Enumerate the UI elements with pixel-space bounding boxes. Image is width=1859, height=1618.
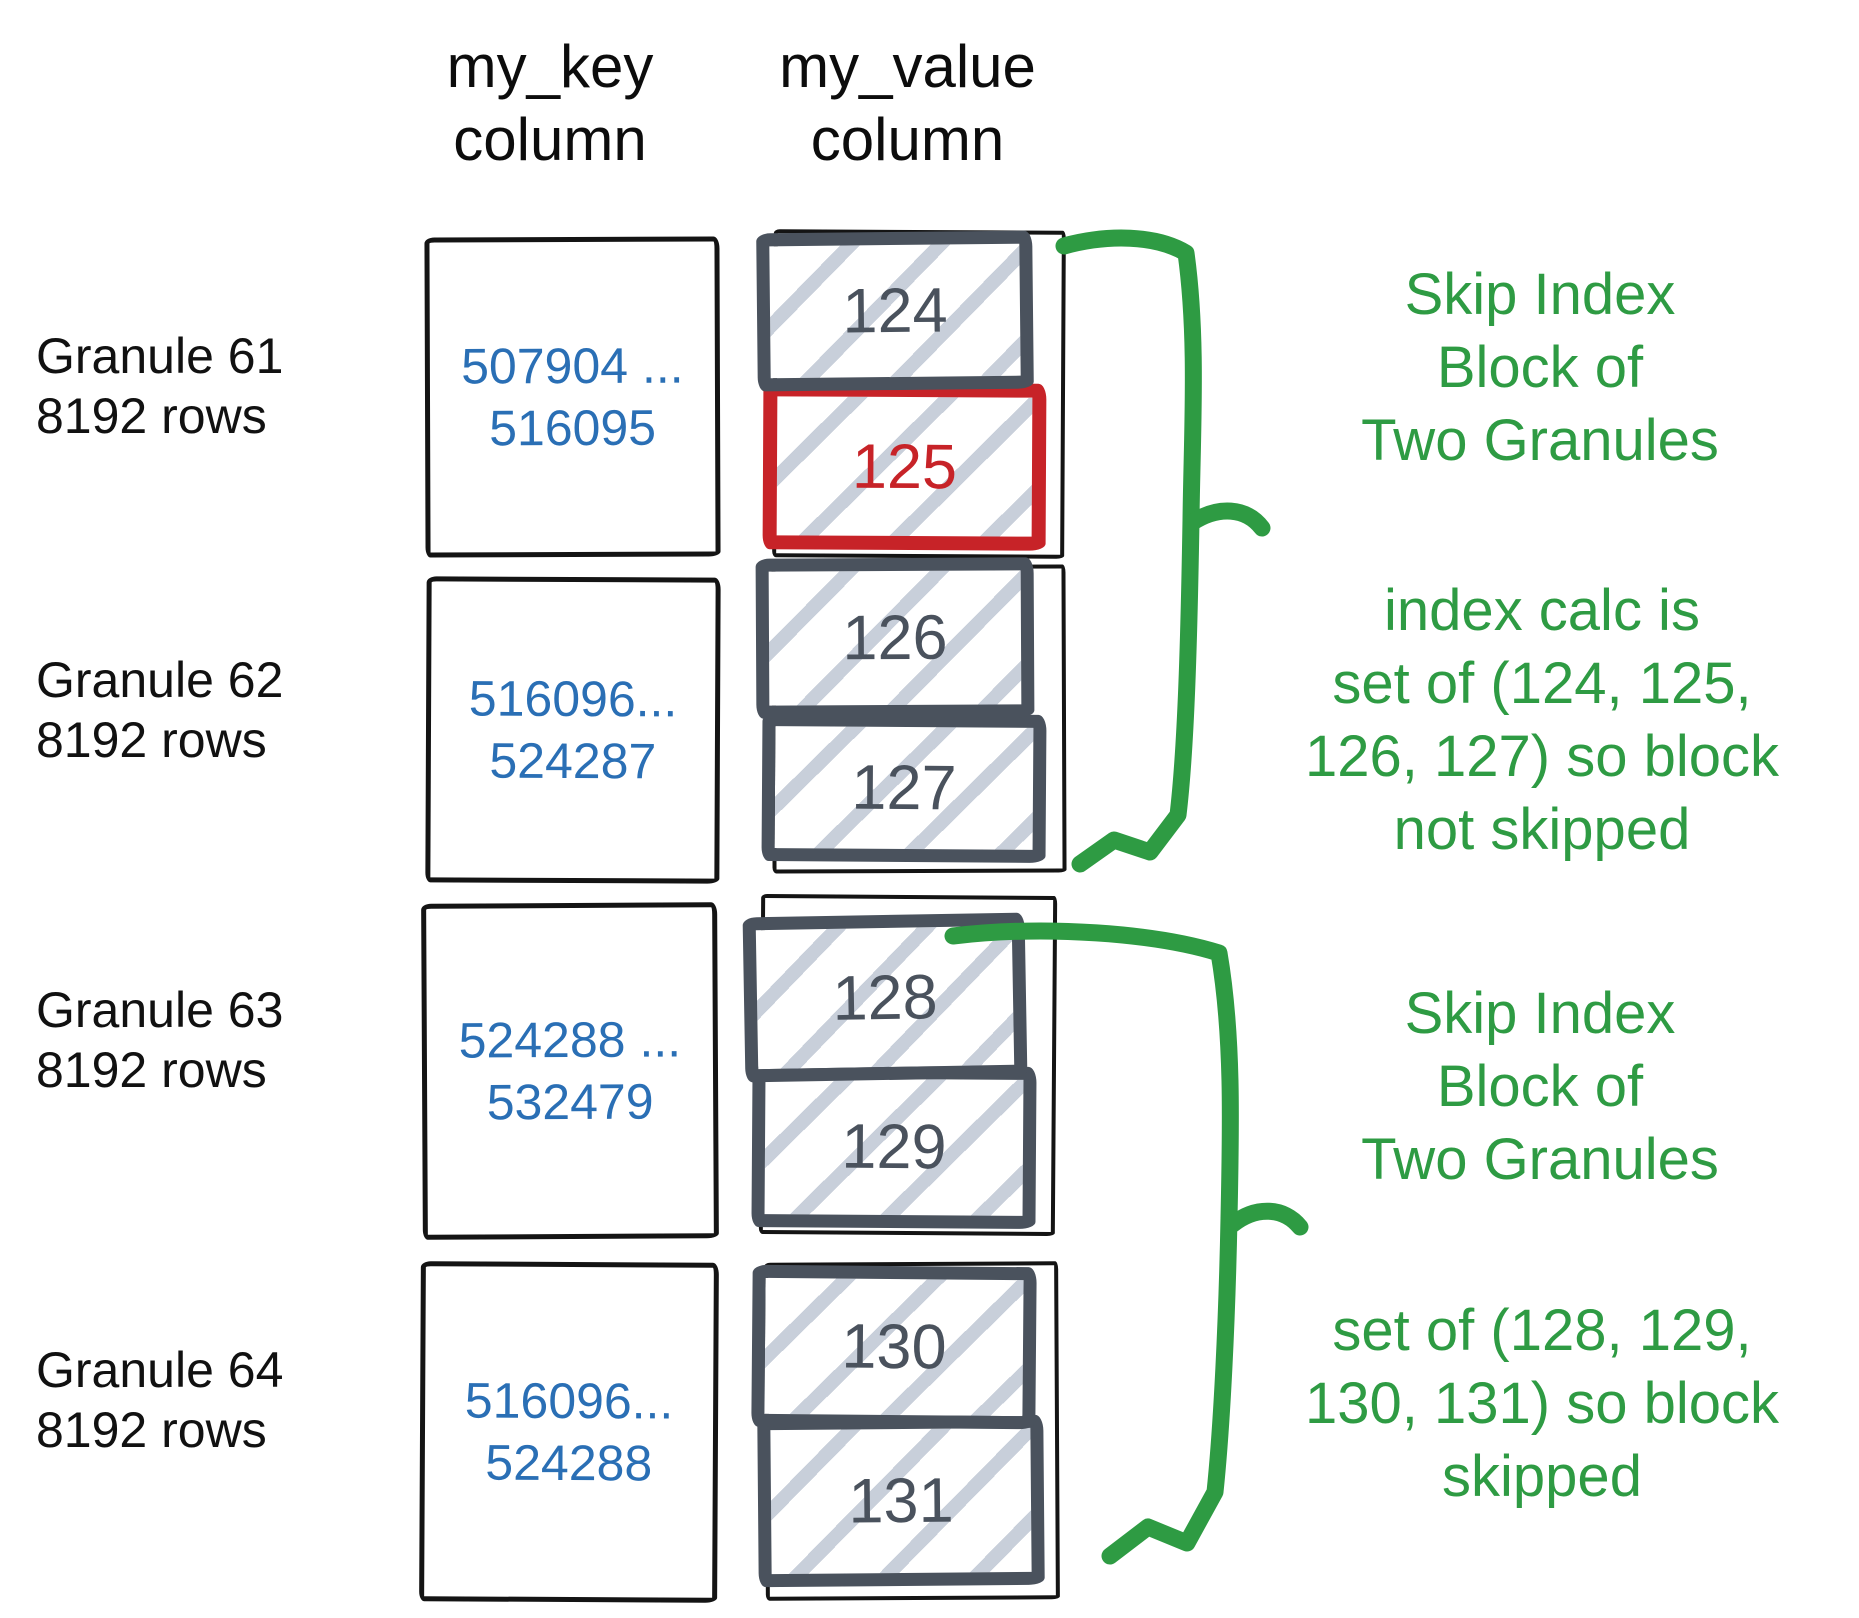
value-block-number: 129 [841, 1111, 947, 1183]
value-block-number: 125 [851, 431, 958, 502]
key-range-min: 516096... [468, 670, 678, 728]
annotation-line: set of (128, 129, [1332, 1298, 1752, 1363]
key-range-min: 507904 ... [461, 337, 684, 395]
granule-label: Granule 64 8192 rows [36, 1340, 296, 1460]
granule-name: Granule 63 [36, 982, 284, 1038]
annotation-line: 130, 131) so block [1305, 1371, 1779, 1436]
granule-rowcount: 8192 rows [36, 712, 267, 768]
key-range-max: 532479 [486, 1073, 654, 1131]
annotation-line: Skip Index [1404, 262, 1676, 327]
value-block: 127 [761, 713, 1047, 863]
key-box: 516096... 524287 [425, 576, 721, 884]
value-block: 124 [756, 230, 1034, 392]
value-block: 126 [755, 557, 1035, 719]
granule-rowcount: 8192 rows [36, 1042, 267, 1098]
granule-rowcount: 8192 rows [36, 388, 267, 444]
granule-rowcount: 8192 rows [36, 1402, 267, 1458]
value-block-number: 130 [841, 1311, 947, 1383]
value-block-number: 126 [842, 602, 948, 674]
annotation-line: Block of [1436, 335, 1644, 400]
value-block: 131 [757, 1414, 1045, 1588]
value-block-number: 127 [851, 752, 957, 824]
annotation-line: Skip Index [1404, 981, 1676, 1046]
key-box: 516096... 524288 [419, 1261, 719, 1603]
granule-label: Granule 62 8192 rows [36, 650, 296, 770]
granule-name: Granule 64 [36, 1342, 284, 1398]
granule-name: Granule 62 [36, 652, 284, 708]
value-block-number: 128 [831, 961, 939, 1034]
key-range-max: 524288 [485, 1434, 653, 1492]
value-block-number: 124 [842, 275, 948, 347]
value-block-highlighted: 125 [762, 382, 1047, 551]
column-header-line: column [810, 106, 1005, 173]
column-header-my-value: my_value column [750, 30, 1065, 176]
annotation-index-calc-2: set of (128, 129, 130, 131) so block ski… [1235, 1294, 1849, 1513]
column-header-line: my_key [446, 33, 654, 100]
key-box: 507904 ... 516095 [424, 236, 721, 558]
granule-label: Granule 61 8192 rows [36, 326, 296, 446]
value-block: 128 [742, 912, 1028, 1083]
value-block-number: 131 [848, 1465, 954, 1537]
key-range-max: 524287 [489, 732, 657, 790]
skip-block-brace-top-icon [1055, 229, 1202, 873]
annotation-line: 126, 127) so block [1305, 724, 1779, 789]
annotation-line: Block of [1436, 1054, 1644, 1119]
skip-block-brace-bottom-tick-icon [1224, 1202, 1309, 1236]
granule-name: Granule 61 [36, 328, 284, 384]
key-box: 524288 ... 532479 [421, 902, 719, 1240]
annotation-line: Two Granules [1361, 408, 1719, 473]
annotation-skip-block-1: Skip Index Block of Two Granules [1245, 258, 1835, 477]
annotation-skip-block-2: Skip Index Block of Two Granules [1245, 977, 1835, 1196]
key-range-min: 516096... [464, 1372, 674, 1430]
key-range-max: 516095 [489, 399, 657, 457]
annotation-line: not skipped [1393, 797, 1691, 862]
annotation-line: index calc is [1384, 578, 1700, 643]
annotation-line: Two Granules [1361, 1127, 1719, 1192]
column-header-line: column [453, 106, 647, 173]
column-header-my-key: my_key column [395, 30, 705, 176]
column-header-line: my_value [779, 33, 1036, 100]
annotation-line: set of (124, 125, [1332, 651, 1752, 716]
annotation-line: skipped [1442, 1444, 1642, 1509]
value-block: 130 [751, 1264, 1037, 1430]
key-range-min: 524288 ... [458, 1011, 682, 1069]
skip-block-brace-top-tick-icon [1184, 502, 1271, 537]
annotation-index-calc-1: index calc is set of (124, 125, 126, 127… [1235, 574, 1849, 866]
value-block: 129 [751, 1065, 1037, 1229]
granule-label: Granule 63 8192 rows [36, 980, 296, 1100]
